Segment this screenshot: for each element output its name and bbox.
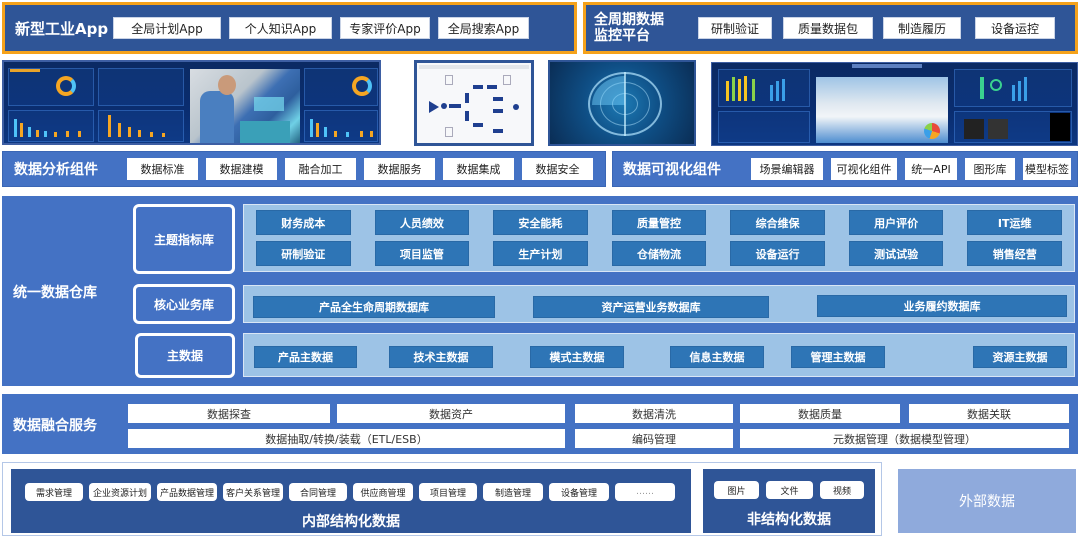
contract-management-item[interactable]: 合同管理 bbox=[289, 483, 347, 501]
core-business-label: 核心业务库 bbox=[133, 284, 235, 324]
theme-item[interactable]: 销售经营 bbox=[967, 241, 1062, 266]
image-item[interactable]: 图片 bbox=[714, 481, 759, 499]
core-db-item[interactable]: 资产运营业务数据库 bbox=[533, 296, 769, 318]
data-visualization-components: 数据可视化组件 场景编辑器 可视化组件 统一API 图形库 模型标签 bbox=[612, 151, 1078, 187]
unified-data-warehouse: 统一数据仓库 主题指标库 财务成本 人员绩效 安全能耗 质量管控 综合维保 用户… bbox=[2, 196, 1078, 386]
data-fusion-service: 数据融合服务 数据探查 数据资产 数据清洗 数据质量 数据关联 数据抽取/转换/… bbox=[2, 394, 1078, 454]
pie-chart-icon bbox=[924, 123, 940, 139]
theme-index-label: 主题指标库 bbox=[133, 204, 235, 274]
video-item[interactable]: 视频 bbox=[820, 481, 864, 499]
theme-item[interactable]: 项目监管 bbox=[374, 241, 470, 266]
master-data-label: 主数据 bbox=[135, 333, 235, 378]
monitor-platform-bar: 全周期数据 监控平台 研制验证 质量数据包 制造履历 设备运控 bbox=[583, 2, 1078, 54]
theme-item[interactable]: 财务成本 bbox=[256, 210, 351, 235]
unstructured-title: 非结构化数据 bbox=[747, 512, 831, 528]
visual-component-button[interactable]: 可视化组件 bbox=[831, 158, 897, 180]
core-db-item[interactable]: 产品全生命周期数据库 bbox=[253, 296, 495, 318]
radar-screenshot bbox=[548, 60, 696, 146]
fusion-processing-button[interactable]: 融合加工 bbox=[285, 158, 356, 180]
theme-item[interactable]: 研制验证 bbox=[256, 241, 351, 266]
data-service-button[interactable]: 数据服务 bbox=[364, 158, 435, 180]
theme-index-panel: 财务成本 人员绩效 安全能耗 质量管控 综合维保 用户评价 IT运维 研制验证 … bbox=[243, 204, 1075, 272]
unified-api-button[interactable]: 统一API bbox=[905, 158, 957, 180]
data-analysis-components: 数据分析组件 数据标准 数据建模 融合加工 数据服务 数据集成 数据安全 bbox=[2, 151, 606, 187]
etl-esb-cell[interactable]: 数据抽取/转换/装载（ETL/ESB） bbox=[128, 429, 565, 448]
data-cleansing-cell[interactable]: 数据清洗 bbox=[575, 404, 733, 423]
graphics-library-button[interactable]: 图形库 bbox=[965, 158, 1015, 180]
theme-item[interactable]: 综合维保 bbox=[730, 210, 825, 235]
rd-verify-button[interactable]: 研制验证 bbox=[698, 17, 772, 39]
data-quality-cell[interactable]: 数据质量 bbox=[740, 404, 900, 423]
master-data-item[interactable]: 信息主数据 bbox=[670, 346, 764, 368]
data-exploration-cell[interactable]: 数据探查 bbox=[128, 404, 330, 423]
data-asset-cell[interactable]: 数据资产 bbox=[337, 404, 565, 423]
dashboard-ar-screenshot bbox=[2, 60, 381, 145]
quality-package-button[interactable]: 质量数据包 bbox=[783, 17, 873, 39]
industrial-app-bar: 新型工业App 全局计划App 个人知识App 专家评价App 全局搜索App bbox=[2, 2, 577, 54]
file-item[interactable]: 文件 bbox=[766, 481, 813, 499]
global-search-app-button[interactable]: 全局搜索App bbox=[438, 17, 529, 39]
data-relation-cell[interactable]: 数据关联 bbox=[909, 404, 1069, 423]
demand-management-item[interactable]: 需求管理 bbox=[25, 483, 83, 501]
project-management-item[interactable]: 项目管理 bbox=[419, 483, 477, 501]
theme-item[interactable]: 质量管控 bbox=[611, 210, 707, 235]
theme-item[interactable]: 生产计划 bbox=[493, 241, 588, 266]
unstructured-data: 图片 文件 视频 非结构化数据 bbox=[703, 469, 875, 533]
theme-item[interactable]: 用户评价 bbox=[848, 210, 944, 235]
theme-item[interactable]: 测试试验 bbox=[848, 241, 944, 266]
personal-knowledge-app-button[interactable]: 个人知识App bbox=[229, 17, 332, 39]
internal-structured-title: 内部结构化数据 bbox=[302, 514, 400, 530]
erp-item[interactable]: 企业资源计划 bbox=[89, 483, 151, 501]
industrial-app-title: 新型工业App bbox=[15, 19, 109, 38]
model-tag-button[interactable]: 模型标签 bbox=[1023, 158, 1071, 180]
equipment-management-item[interactable]: 设备管理 bbox=[549, 483, 609, 501]
equipment-control-button[interactable]: 设备运控 bbox=[975, 17, 1055, 39]
master-data-item[interactable]: 资源主数据 bbox=[973, 346, 1067, 368]
donut-chart-icon bbox=[56, 76, 76, 96]
process-flow-screenshot bbox=[414, 60, 534, 146]
theme-item[interactable]: 设备运行 bbox=[730, 241, 825, 266]
core-business-panel: 产品全生命周期数据库 资产运营业务数据库 业务履约数据库 bbox=[243, 285, 1075, 323]
monitor-platform-title: 全周期数据 监控平台 bbox=[594, 12, 664, 44]
ar-worker-photo bbox=[190, 69, 300, 143]
theme-item[interactable]: 人员绩效 bbox=[374, 210, 470, 235]
master-data-panel: 产品主数据 技术主数据 模式主数据 信息主数据 管理主数据 资源主数据 bbox=[243, 333, 1075, 377]
data-modeling-button[interactable]: 数据建模 bbox=[206, 158, 277, 180]
play-triangle-icon bbox=[429, 101, 439, 113]
factory-monitor-screenshot bbox=[711, 62, 1078, 146]
data-integration-button[interactable]: 数据集成 bbox=[443, 158, 514, 180]
code-management-cell[interactable]: 编码管理 bbox=[575, 429, 733, 448]
metadata-management-cell[interactable]: 元数据管理（数据模型管理） bbox=[740, 429, 1069, 448]
master-data-item[interactable]: 产品主数据 bbox=[254, 346, 357, 368]
external-data: 外部数据 bbox=[898, 469, 1076, 533]
theme-item[interactable]: IT运维 bbox=[967, 210, 1062, 235]
global-plan-app-button[interactable]: 全局计划App bbox=[113, 17, 221, 39]
scene-editor-button[interactable]: 场景编辑器 bbox=[751, 158, 823, 180]
manufacturing-management-item[interactable]: 制造管理 bbox=[483, 483, 543, 501]
more-item[interactable]: …… bbox=[615, 483, 675, 501]
expert-review-app-button[interactable]: 专家评价App bbox=[340, 17, 430, 39]
data-visualization-title: 数据可视化组件 bbox=[623, 162, 721, 178]
fusion-title: 数据融合服务 bbox=[13, 418, 97, 434]
master-data-item[interactable]: 管理主数据 bbox=[791, 346, 885, 368]
crm-item[interactable]: 客户关系管理 bbox=[223, 483, 283, 501]
manufacture-record-button[interactable]: 制造履历 bbox=[883, 17, 961, 39]
internal-structured-data-outer: 需求管理 企业资源计划 产品数据管理 客户关系管理 合同管理 供应商管理 项目管… bbox=[2, 462, 882, 536]
data-standard-button[interactable]: 数据标准 bbox=[127, 158, 198, 180]
internal-structured-data: 需求管理 企业资源计划 产品数据管理 客户关系管理 合同管理 供应商管理 项目管… bbox=[11, 469, 691, 533]
supplier-management-item[interactable]: 供应商管理 bbox=[353, 483, 413, 501]
master-data-item[interactable]: 技术主数据 bbox=[389, 346, 493, 368]
master-data-item[interactable]: 模式主数据 bbox=[530, 346, 624, 368]
data-security-button[interactable]: 数据安全 bbox=[522, 158, 593, 180]
core-db-item[interactable]: 业务履约数据库 bbox=[817, 295, 1067, 317]
theme-item[interactable]: 仓储物流 bbox=[611, 241, 707, 266]
pdm-item[interactable]: 产品数据管理 bbox=[157, 483, 217, 501]
theme-item[interactable]: 安全能耗 bbox=[493, 210, 588, 235]
donut-chart-icon bbox=[352, 76, 372, 96]
data-analysis-title: 数据分析组件 bbox=[14, 162, 98, 178]
warehouse-title: 统一数据仓库 bbox=[13, 285, 97, 301]
